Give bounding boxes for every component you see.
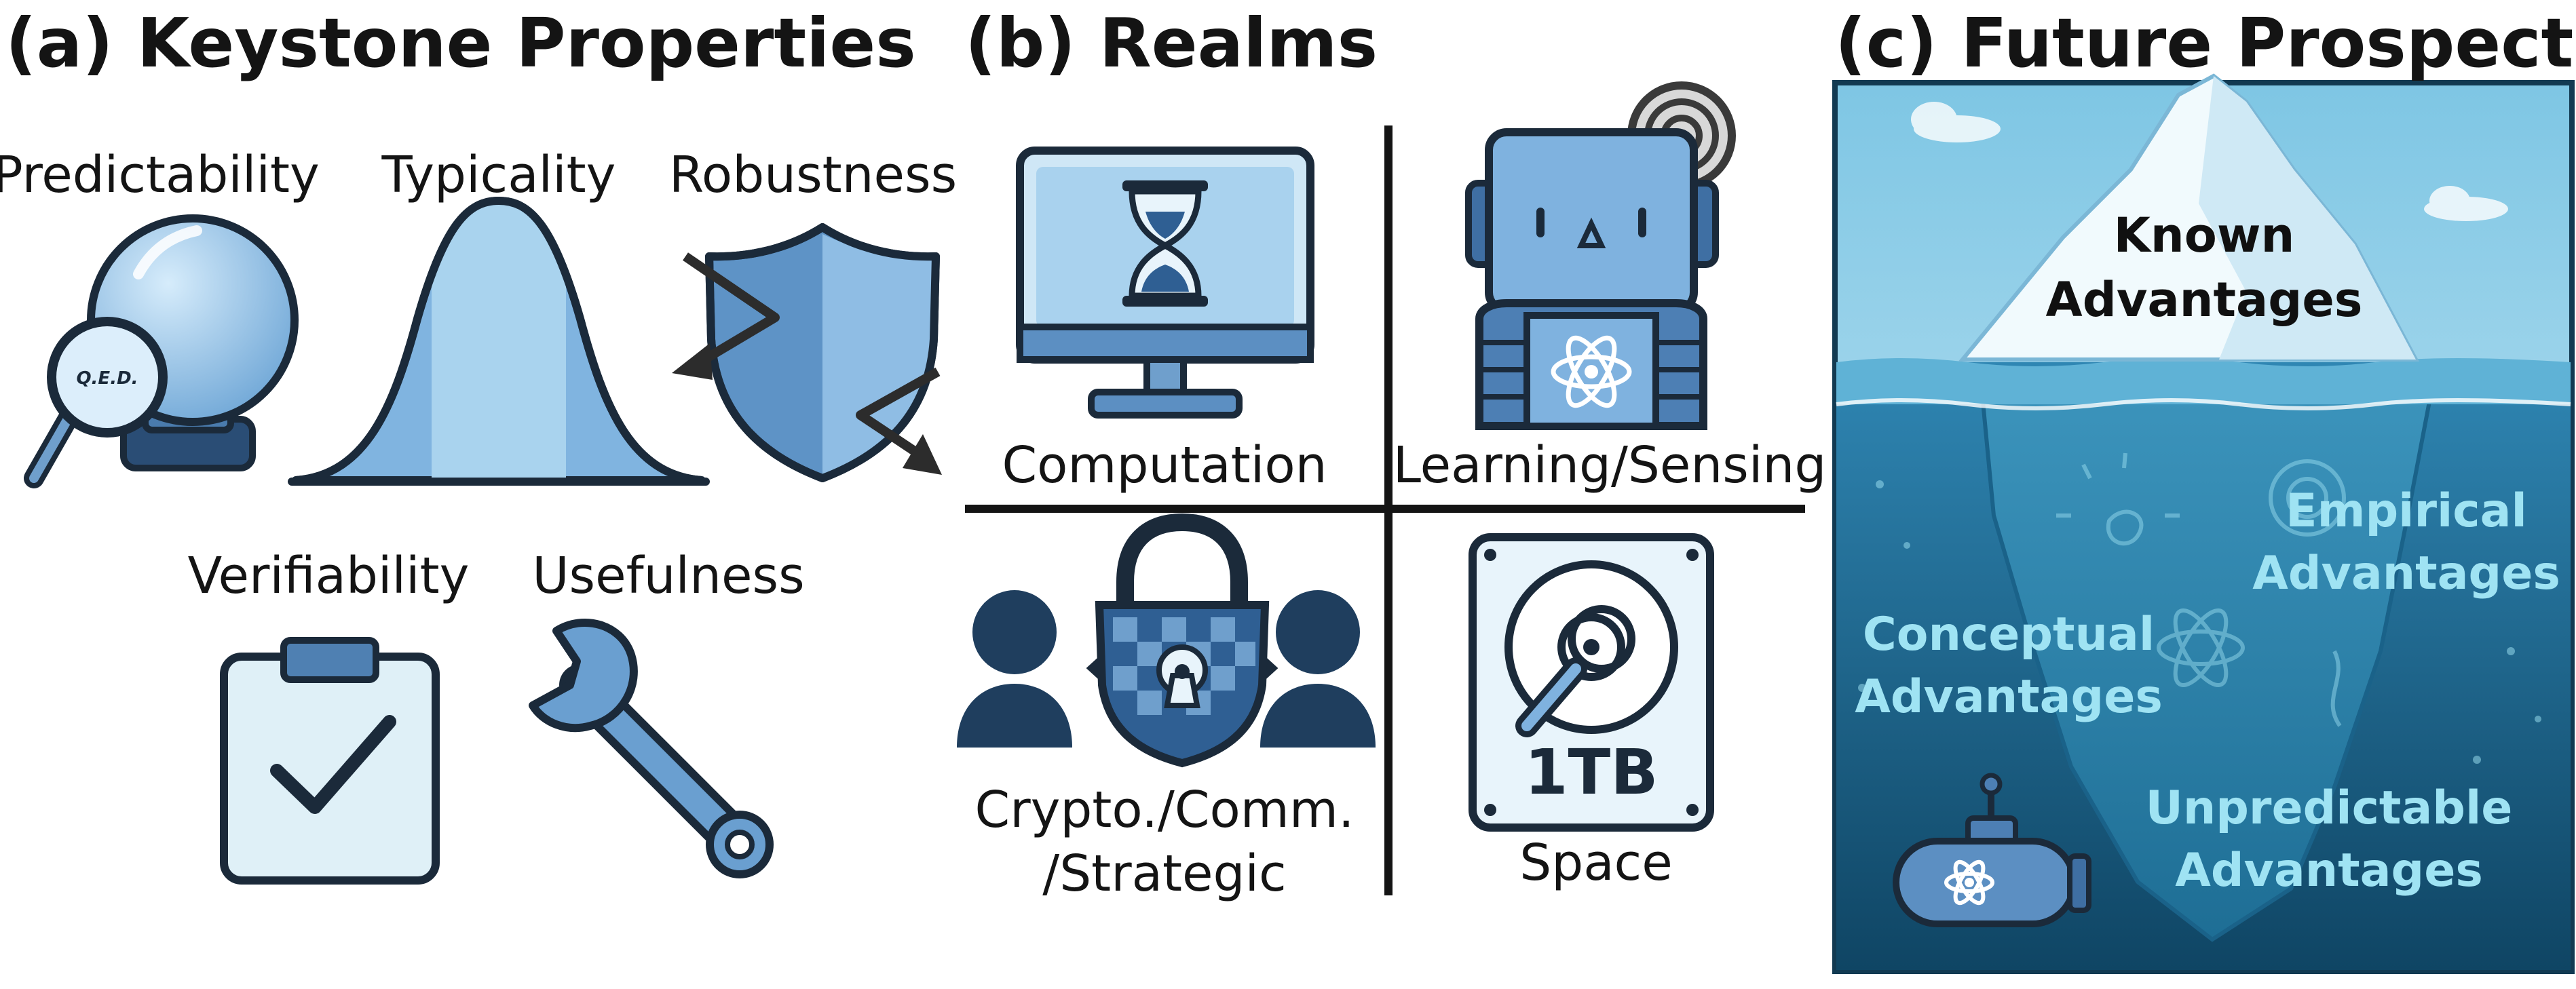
realm-space: Space [1519, 834, 1673, 892]
realm-crypto-comm: Crypto./Comm. [974, 781, 1355, 839]
property-predictability: Predictability [0, 146, 320, 204]
deflected-arrow-icon [672, 252, 942, 475]
person-right-icon [1260, 590, 1376, 748]
bell-curve-icon [288, 196, 710, 486]
drive-capacity-text: 1TB [1525, 736, 1659, 809]
monitor-hourglass-icon [1016, 147, 1314, 419]
property-robustness: Robustness [668, 146, 958, 204]
person-left-icon [957, 590, 1072, 748]
robot-icon [1465, 81, 1736, 430]
crystal-ball-icon [24, 214, 299, 488]
panel-c-heading: (c) Future Prospects [1835, 3, 2576, 83]
panel-a-heading: (a) Keystone Properties [5, 3, 916, 83]
iceberg-scene [1832, 73, 2575, 974]
property-typicality: Typicality [381, 146, 616, 204]
realm-strategic: /Strategic [1042, 845, 1287, 903]
panel-b-heading: (b) Realms [965, 3, 1378, 83]
realm-learning-sensing: Learning/Sensing [1393, 436, 1827, 495]
submarine-icon [1893, 773, 2091, 927]
submarine-atom-icon [1944, 859, 1994, 906]
magnifier-text: Q.E.D. [76, 368, 138, 389]
clipboard-check-icon [220, 637, 440, 885]
atom-icon [1551, 335, 1632, 408]
padlock-icon [1095, 513, 1270, 768]
hard-drive-icon [1469, 533, 1714, 832]
wrench-icon [529, 618, 774, 878]
realm-computation: Computation [1002, 436, 1327, 495]
shield-icon [705, 223, 940, 482]
property-usefulness: Usefulness [532, 547, 805, 605]
property-verifiability: Verifiability [187, 547, 470, 605]
